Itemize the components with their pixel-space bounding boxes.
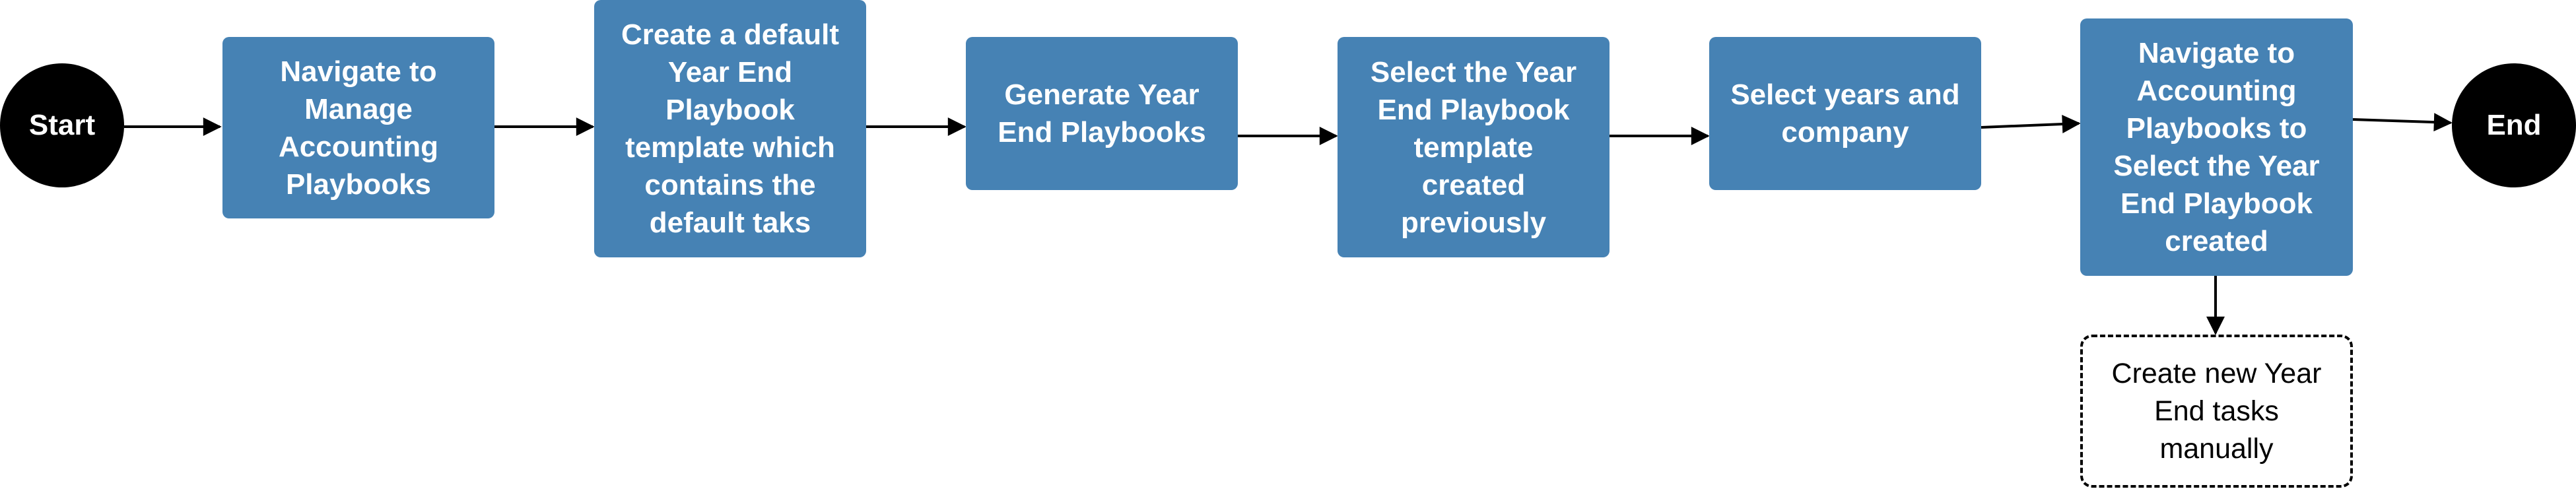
step1-label: Navigate to Manage Accounting Playbooks <box>279 55 438 201</box>
step-navigate-accounting-playbooks: Navigate to Accounting Playbooks to Sele… <box>2080 18 2353 276</box>
edge-step6-to-end <box>2352 113 2453 132</box>
step2-label: Create a default Year End Playbook templ… <box>621 18 840 239</box>
step4-label: Select the Year End Playbook template cr… <box>1370 55 1577 239</box>
step6-label: Navigate to Accounting Playbooks to Sele… <box>2113 37 2320 257</box>
start-label: Start <box>28 109 96 141</box>
step-select-years-and-company: Select years and company <box>1709 37 1981 190</box>
manual-label: Create new Year End tasks manually <box>2111 357 2322 465</box>
step5-label: Select years and company <box>1730 79 1960 148</box>
step-create-default-template: Create a default Year End Playbook templ… <box>594 0 866 257</box>
step-navigate-manage-accounting-playbooks: Navigate to Manage Accounting Playbooks <box>222 37 494 218</box>
step3-label: Generate Year End Playbooks <box>998 79 1206 148</box>
step-select-template: Select the Year End Playbook template cr… <box>1338 37 1610 257</box>
step-generate-year-end-playbooks: Generate Year End Playbooks <box>966 37 1238 190</box>
end-label: End <box>2486 109 2542 141</box>
end-node: End <box>2452 63 2576 187</box>
edge-step5-to-step6 <box>1981 115 2081 134</box>
optional-create-tasks-manually: Create new Year End tasks manually <box>2080 335 2353 488</box>
start-node: Start <box>0 63 124 187</box>
